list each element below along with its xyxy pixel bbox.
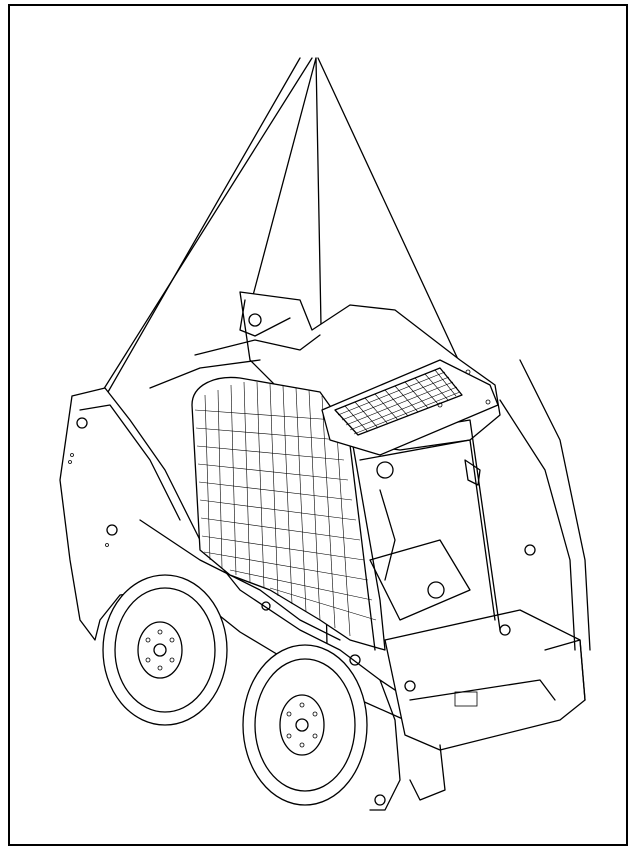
roof-grille: [321, 359, 499, 456]
operator-cab-cage: [191, 376, 501, 651]
front-wheel: [242, 644, 368, 806]
rear-wheel: [102, 574, 228, 726]
